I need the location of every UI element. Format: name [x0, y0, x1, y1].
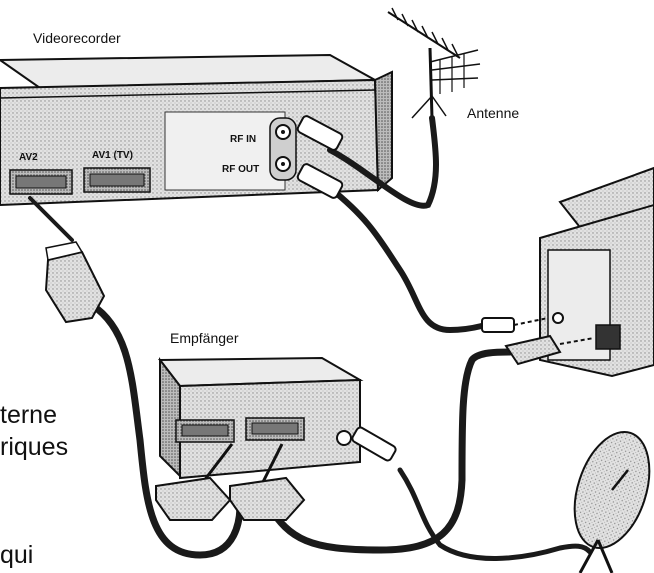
scart-plug-left — [44, 241, 106, 324]
receiver-scart-socket-2 — [245, 417, 305, 441]
rf-in-label: RF IN — [230, 134, 257, 145]
empfaenger-label: Empfänger — [170, 330, 239, 346]
receiver-scart-plugs — [155, 476, 306, 521]
antenna-cable — [327, 115, 439, 209]
av1-scart-socket — [83, 167, 151, 193]
text-fragment-3: qui — [0, 541, 34, 569]
dish-cable — [397, 467, 593, 561]
av2-scart-socket — [9, 169, 73, 195]
satellite-dish-icon — [573, 430, 651, 573]
videorecorder-device — [0, 53, 393, 207]
tv-plugs — [481, 317, 595, 366]
av1-label: AV1 (TV) — [92, 150, 133, 161]
rf-out-label: RF OUT — [222, 164, 260, 175]
rf-plugs — [296, 115, 344, 199]
tv-device — [539, 166, 654, 378]
av2-label: AV2 — [19, 152, 38, 163]
tv-scart-cable — [264, 348, 514, 554]
vcr-scart-cable — [88, 301, 244, 559]
receiver-device — [157, 356, 397, 487]
rf-sockets — [269, 117, 297, 181]
text-fragment-1: terne — [0, 401, 57, 429]
rf-out-cable — [327, 185, 489, 334]
antenne-label: Antenne — [467, 105, 520, 121]
cables — [28, 115, 593, 561]
text-fragment-2: riques — [0, 433, 69, 461]
videorecorder-label: Videorecorder — [33, 30, 121, 46]
receiver-scart-socket-1 — [175, 419, 235, 443]
antenna-icon — [387, 7, 481, 119]
